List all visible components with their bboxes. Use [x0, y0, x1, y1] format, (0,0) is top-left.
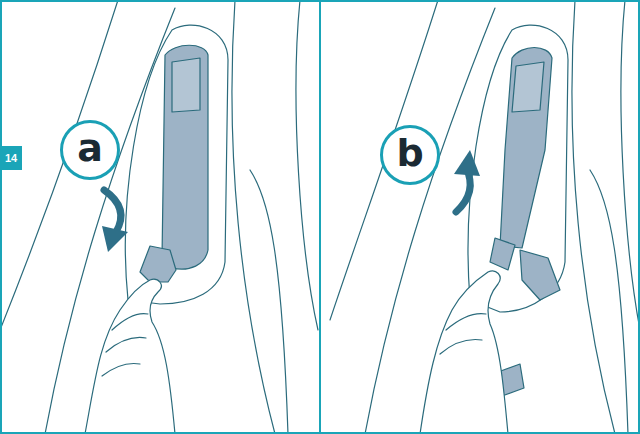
- step-letter: b: [396, 134, 423, 172]
- page-tab: 14: [0, 146, 22, 170]
- step-circle: a: [60, 120, 120, 180]
- step-letter: a: [77, 129, 103, 167]
- page-number: 14: [5, 153, 17, 164]
- step-circle: b: [380, 125, 440, 185]
